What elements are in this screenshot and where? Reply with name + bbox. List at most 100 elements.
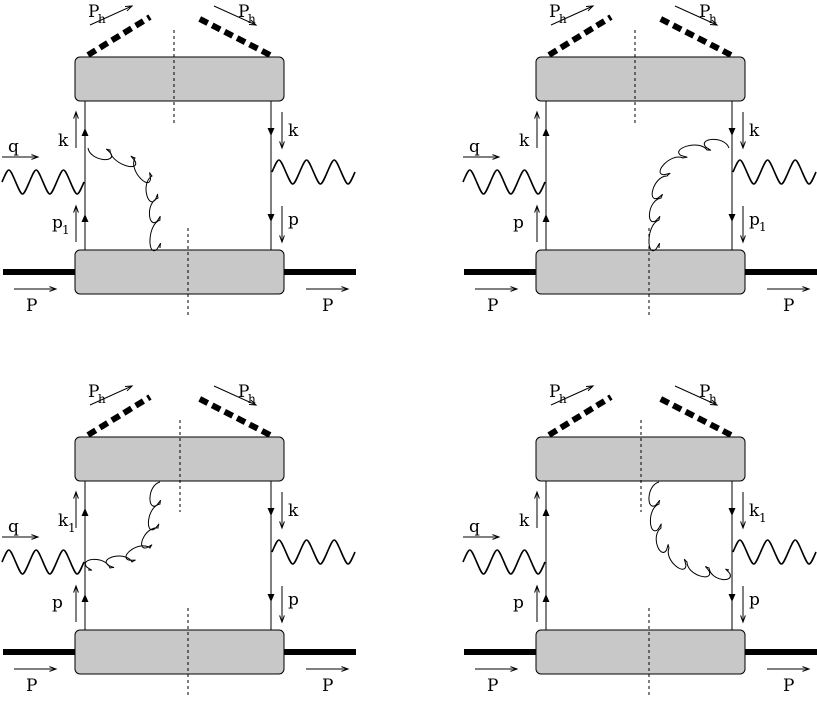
label-proton-left: P <box>487 296 498 316</box>
quark-arrowhead <box>267 214 275 222</box>
hadron-line-left <box>547 14 613 58</box>
label-right-lower: p <box>749 210 760 230</box>
label-left-upper: k <box>58 131 69 151</box>
label-hadron-left-subscript: h <box>98 392 106 406</box>
photon-line-right <box>271 159 356 185</box>
label-left-upper-subscript: 1 <box>68 521 76 535</box>
label-hadron-right-subscript: h <box>709 12 717 26</box>
label-right-upper-subscript: 1 <box>759 511 767 525</box>
quark-arrowhead <box>542 214 550 222</box>
label-hadron-left-subscript: h <box>98 12 106 26</box>
gluon-line <box>87 147 161 252</box>
hadron-line-left <box>86 14 152 58</box>
quark-arrowhead <box>81 508 89 516</box>
lower-blob <box>74 249 285 295</box>
momentum-arrow-hadron-left <box>89 5 133 26</box>
momentum-arrow-hadron-right <box>213 385 257 406</box>
quark-arrowhead <box>542 128 550 136</box>
label-proton-right: P <box>783 676 794 696</box>
hadron-line-right <box>655 14 733 58</box>
photon-line-left <box>462 549 546 575</box>
label-hadron-right: P <box>699 382 710 402</box>
label-left-lower: p <box>513 593 524 613</box>
photon-line-right <box>271 539 356 565</box>
label-left-upper: k <box>519 131 530 151</box>
photon-line-left <box>1 169 85 195</box>
label-right-lower: p <box>288 590 299 610</box>
label-left-lower-subscript: 1 <box>62 223 70 237</box>
label-left-lower: p <box>513 213 524 233</box>
label-hadron-right: P <box>238 382 249 402</box>
lower-blob <box>535 249 746 295</box>
label-photon: q <box>469 137 480 157</box>
label-right-upper: k <box>749 121 760 141</box>
label-proton-left: P <box>26 676 37 696</box>
label-photon: q <box>8 517 19 537</box>
momentum-arrow-hadron-left <box>550 5 594 26</box>
hadron-line-left <box>547 394 613 438</box>
quark-arrowhead <box>81 128 89 136</box>
label-right-upper: k <box>749 501 760 521</box>
label-hadron-left-subscript: h <box>559 392 567 406</box>
photon-line-left <box>462 169 546 195</box>
momentum-arrow-hadron-right <box>674 385 718 406</box>
hadron-line-left <box>86 394 152 438</box>
momentum-arrow-hadron-right <box>213 5 257 26</box>
label-hadron-left: P <box>88 382 99 402</box>
momentum-arrow-hadron-left <box>550 385 594 406</box>
label-hadron-right-subscript: h <box>248 12 256 26</box>
label-right-upper: k <box>288 121 299 141</box>
label-proton-right: P <box>783 296 794 316</box>
label-left-lower: p <box>52 593 63 613</box>
lower-blob <box>74 629 285 675</box>
hadron-line-right <box>655 394 733 438</box>
label-left-lower: p <box>52 213 63 233</box>
quark-arrowhead <box>728 128 736 136</box>
label-proton-left: P <box>26 296 37 316</box>
label-hadron-right-subscript: h <box>709 392 717 406</box>
photon-line-left <box>1 549 85 575</box>
label-hadron-left: P <box>549 382 560 402</box>
quark-arrowhead <box>267 128 275 136</box>
label-left-upper: k <box>58 511 69 531</box>
hadron-line-right <box>194 394 272 438</box>
label-hadron-right: P <box>238 2 249 22</box>
label-right-lower-subscript: 1 <box>759 220 767 234</box>
quark-arrowhead <box>267 508 275 516</box>
hadron-line-right <box>194 14 272 58</box>
upper-blob <box>535 56 746 102</box>
gluon-line <box>648 481 731 581</box>
label-right-upper: k <box>288 501 299 521</box>
label-proton-right: P <box>322 676 333 696</box>
label-hadron-left: P <box>88 2 99 22</box>
quark-arrowhead <box>81 214 89 222</box>
quark-arrowhead <box>542 508 550 516</box>
label-right-lower: p <box>749 590 760 610</box>
label-proton-left: P <box>487 676 498 696</box>
photon-line-right <box>732 539 817 565</box>
quark-arrowhead <box>81 594 89 602</box>
label-hadron-right: P <box>699 2 710 22</box>
momentum-arrow-hadron-right <box>674 5 718 26</box>
quark-arrowhead <box>267 594 275 602</box>
lower-blob <box>535 629 746 675</box>
quark-arrowhead <box>542 594 550 602</box>
quark-arrowhead <box>728 214 736 222</box>
upper-blob <box>74 56 285 102</box>
label-right-lower: p <box>288 210 299 230</box>
label-hadron-left-subscript: h <box>559 12 567 26</box>
label-photon: q <box>8 137 19 157</box>
quark-arrowhead <box>728 508 736 516</box>
label-hadron-right-subscript: h <box>248 392 256 406</box>
photon-line-right <box>732 159 817 185</box>
gluon-line <box>84 481 161 571</box>
momentum-arrow-hadron-left <box>89 385 133 406</box>
gluon-line <box>648 138 730 252</box>
label-photon: q <box>469 517 480 537</box>
label-hadron-left: P <box>549 2 560 22</box>
